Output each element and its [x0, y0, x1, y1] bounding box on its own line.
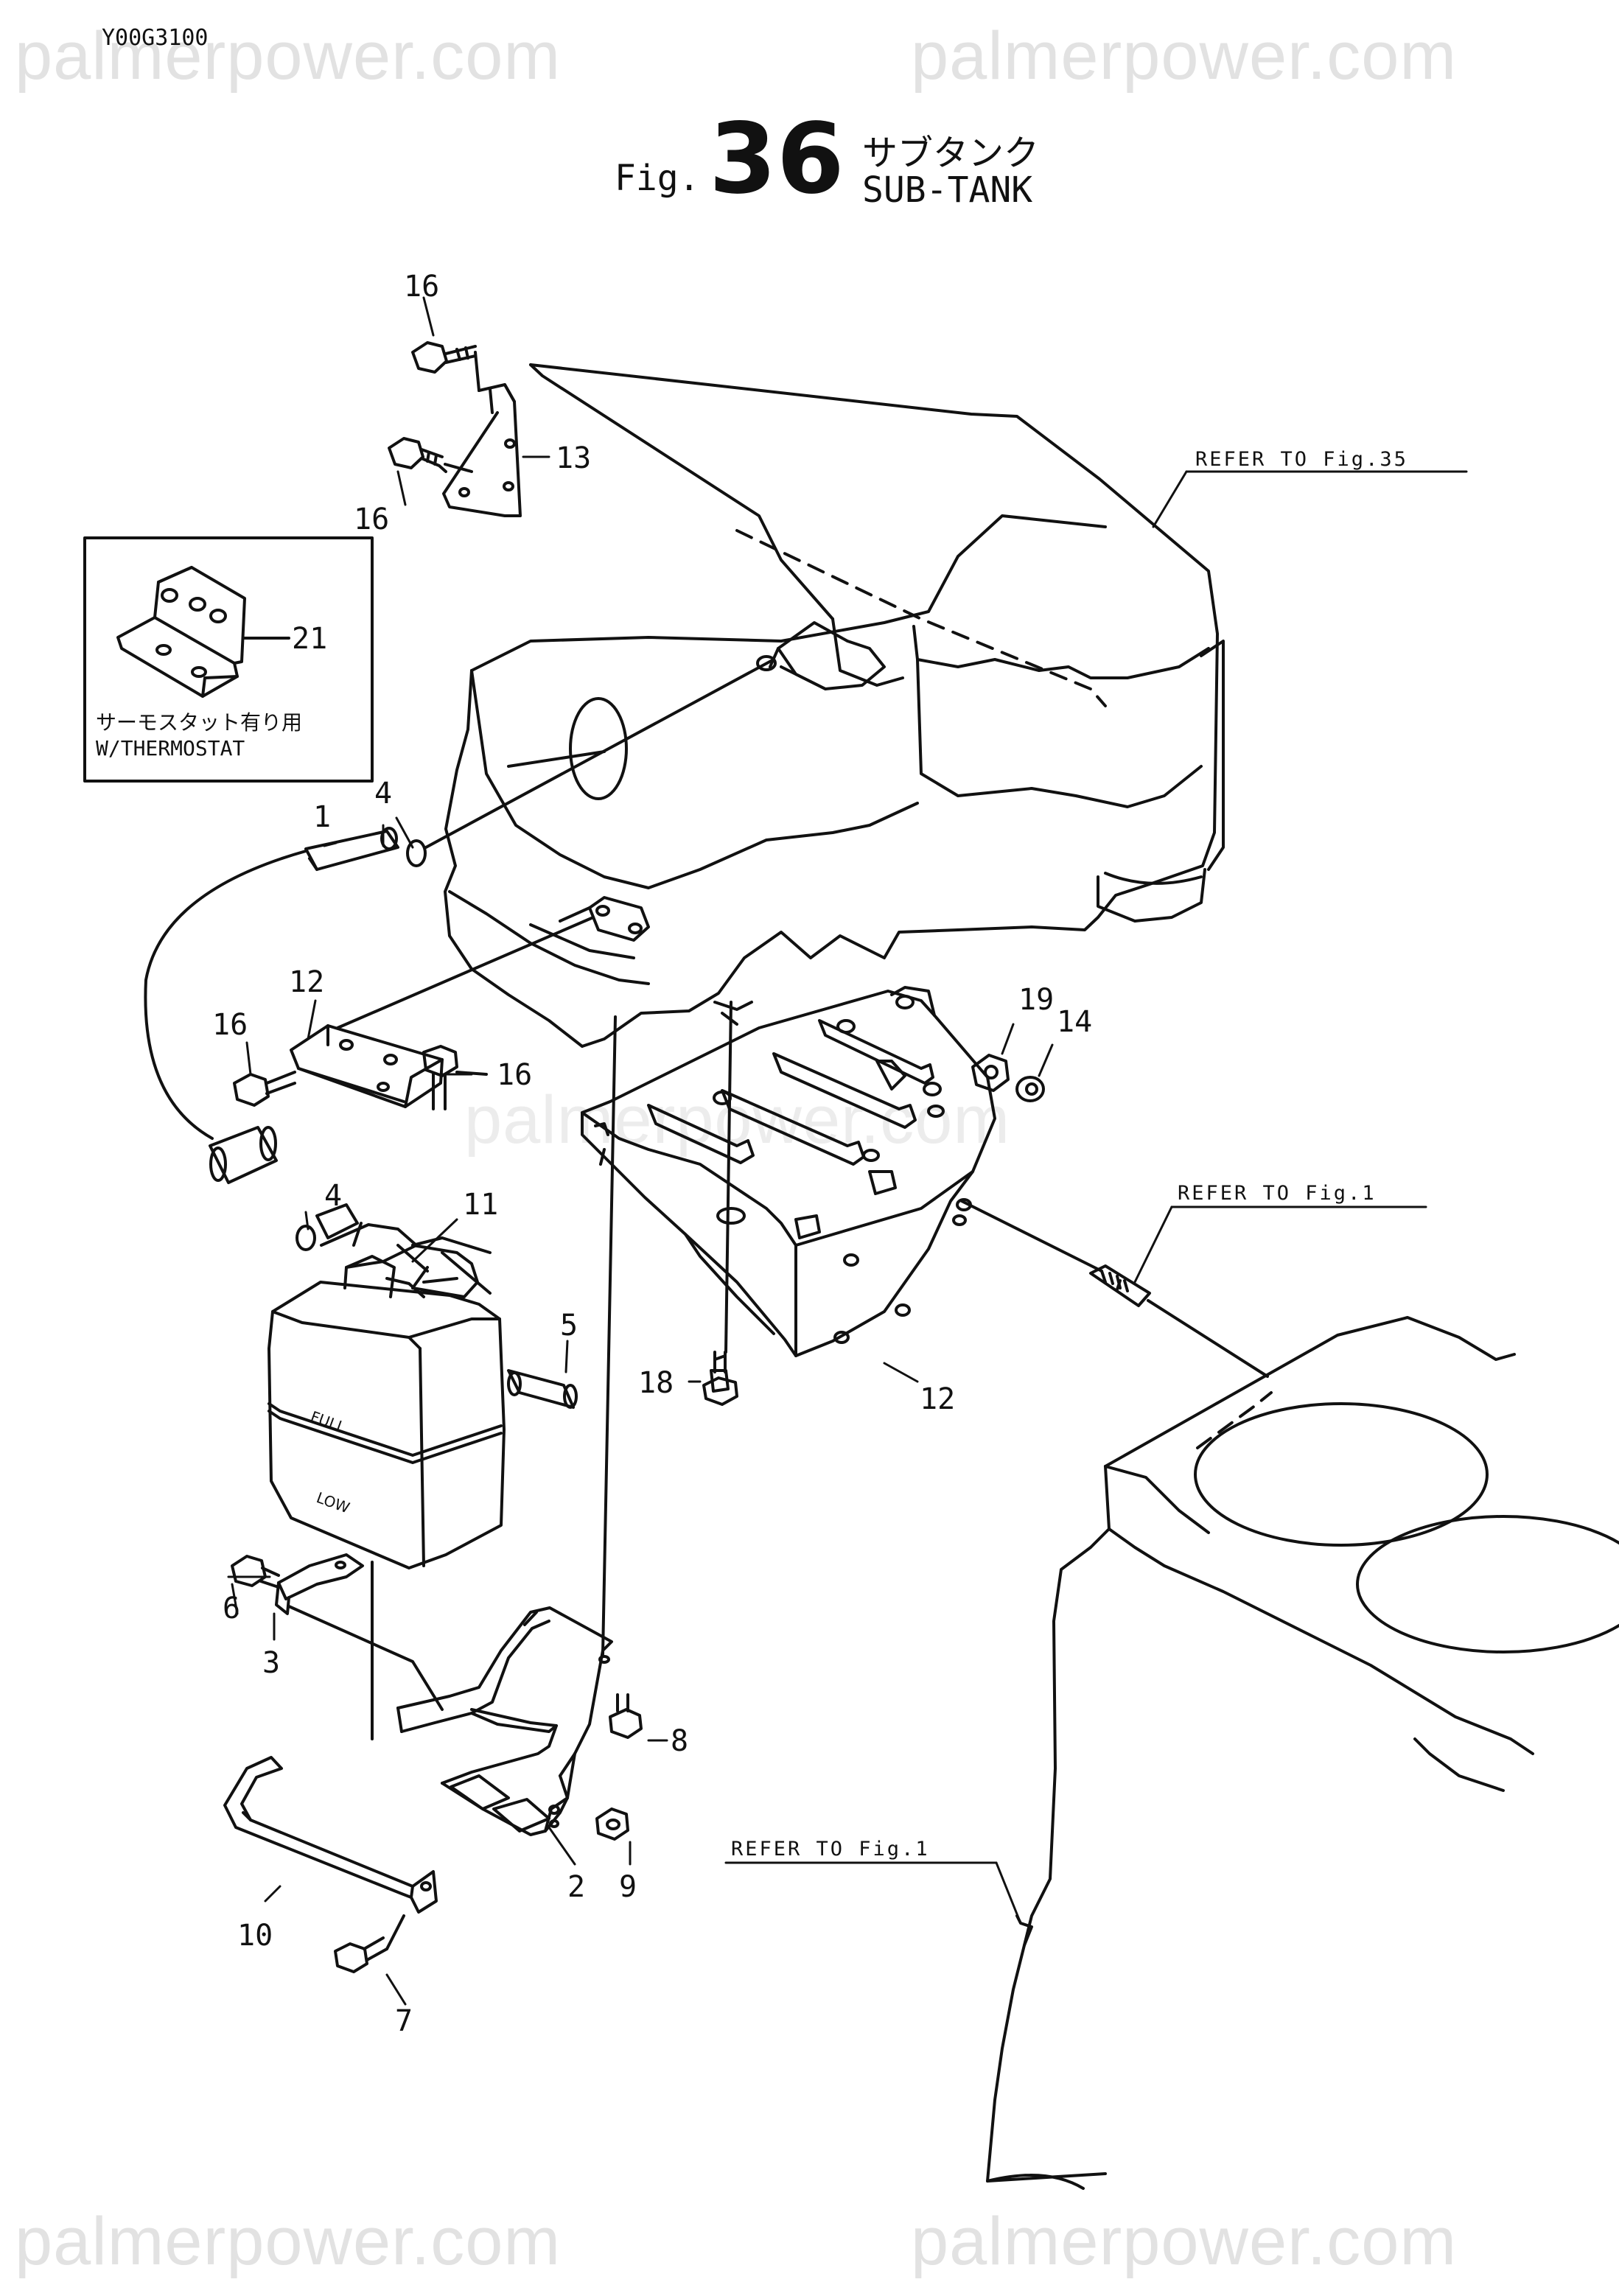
strap-10: [223, 1756, 438, 1914]
clamp-4-lower: [296, 1225, 316, 1251]
callout-leaders: [227, 296, 1054, 2006]
callout-labels: 16 16 13 21 4 1 12 16 16 4 11 5 6 3 8 9 …: [212, 270, 1092, 2038]
reference-leaders: [724, 470, 1468, 1925]
stud-bolt: [1089, 1264, 1151, 1307]
leader-holder-top: [601, 1015, 617, 1656]
clamp-4-upper: [406, 839, 427, 867]
bolt-18: [388, 437, 447, 473]
figure-prefix: Fig.: [615, 158, 700, 199]
bracket-21: [116, 566, 290, 698]
bracket-13: [290, 916, 595, 1108]
callout-12: 12: [920, 1382, 955, 1416]
callout-7: 7: [395, 2004, 413, 2038]
nut-20: [971, 1054, 1010, 1092]
figure-title-en: SUB-TANK: [862, 169, 1033, 211]
callout-15: 14: [1057, 1005, 1092, 1039]
reference-fig-1-lower: REFER TO Fig.1: [731, 1838, 930, 1861]
hose-1: [304, 827, 399, 871]
callout-6: 6: [223, 1592, 240, 1625]
nut-9: [595, 1807, 629, 1841]
stud-line-upper: [960, 1200, 1103, 1273]
bolt-6: [231, 1555, 280, 1589]
tank-full-mark: FULL: [308, 1407, 349, 1436]
callout-1: 1: [313, 800, 331, 834]
callout-8: 8: [671, 1724, 688, 1758]
callout-11: 11: [463, 1188, 498, 1222]
watermark-top-right: palmerpower.com: [911, 18, 1458, 94]
figure-number: 36: [709, 102, 845, 216]
inset-label-jp: サーモスタット有り用: [96, 710, 302, 735]
callout-4-lower: 4: [324, 1179, 342, 1213]
bracket-3: [275, 1553, 444, 1711]
callout-3: 3: [262, 1646, 280, 1680]
figure-title-jp: サブタンク: [862, 133, 1040, 174]
tank-low-mark: LOW: [314, 1488, 352, 1516]
reference-fig-1-upper: REFER TO Fig.1: [1178, 1182, 1377, 1205]
inset-label-en: W/THERMOSTAT: [96, 736, 245, 760]
watermark-bottom-left: palmerpower.com: [15, 2204, 562, 2279]
callout-14: 13: [556, 441, 591, 475]
leader-bolts-14: [444, 351, 480, 473]
hose-route-left: [144, 850, 307, 1140]
bolt-8: [609, 1693, 643, 1739]
callout-16-left: 16: [212, 1008, 248, 1042]
hose-lower: [209, 1126, 278, 1184]
bolt-7: [334, 1914, 405, 1973]
hidden-line-block: [1196, 1391, 1273, 1449]
hose-5: [507, 1369, 578, 1409]
watermark-top-left: palmerpower.com: [15, 18, 562, 94]
leader-bolt-19: [724, 1001, 732, 1354]
callout-17: 16: [404, 270, 439, 304]
bracket-14: [442, 383, 522, 517]
hose-route-upper: [424, 658, 775, 849]
holder-2: [396, 1606, 613, 1836]
callout-4-upper: 4: [374, 777, 392, 811]
callout-16-right: 16: [497, 1058, 532, 1092]
callout-9: 9: [619, 1870, 637, 1904]
reference-fig-35: REFER TO Fig.35: [1195, 448, 1408, 471]
hidden-line-head: [735, 529, 1107, 707]
inset-frame: [83, 536, 374, 783]
callout-21: 21: [292, 622, 327, 656]
callout-13: 12: [289, 965, 324, 999]
engine-head-cover: [444, 363, 1225, 1048]
sub-tank-11: [267, 1203, 506, 1569]
callout-10: 10: [237, 1919, 273, 1953]
bolt-17: [411, 341, 477, 374]
callout-18: 16: [354, 503, 389, 536]
watermark-bottom-right: palmerpower.com: [911, 2204, 1458, 2279]
bolt-19: [702, 1351, 738, 1406]
cylinder-block: [986, 1316, 1619, 2190]
washer-15: [1015, 1076, 1045, 1102]
callout-20: 19: [1018, 983, 1054, 1017]
callout-5: 5: [560, 1309, 578, 1343]
bolt-16-left: [233, 1071, 296, 1107]
bracket-12: [581, 986, 996, 1357]
document-code: Y00G3100: [102, 25, 209, 51]
callout-2: 2: [567, 1870, 585, 1904]
stud-line-lower: [1147, 1299, 1269, 1378]
callout-19: 18: [638, 1366, 674, 1400]
